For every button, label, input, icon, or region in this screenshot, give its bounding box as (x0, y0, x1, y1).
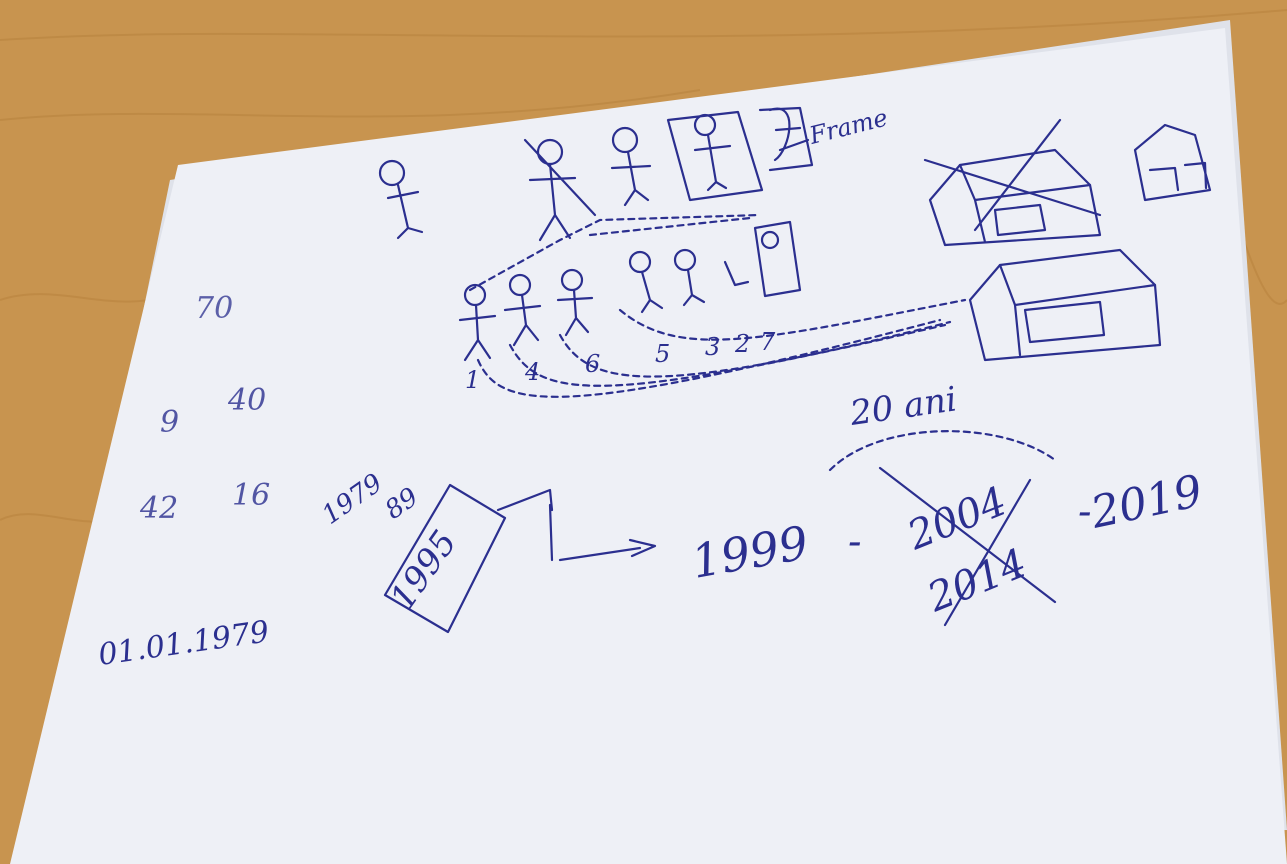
fig-num-2: 2 (734, 330, 750, 358)
timeline-dash-1: - (848, 519, 862, 565)
fig-num-1: 1 (465, 366, 480, 394)
left-number-9: 9 (160, 405, 179, 440)
fig-num-5: 5 (655, 340, 670, 368)
fig-num-4: 4 (524, 358, 540, 386)
left-number-70: 70 (195, 291, 233, 326)
left-number-16: 16 (232, 478, 270, 513)
fig-num-6: 6 (585, 350, 600, 378)
fig-num-3: 3 (705, 333, 720, 361)
left-number-42: 42 (139, 491, 178, 526)
fig-num-7: 7 (760, 328, 776, 356)
left-number-40: 40 (227, 383, 266, 418)
